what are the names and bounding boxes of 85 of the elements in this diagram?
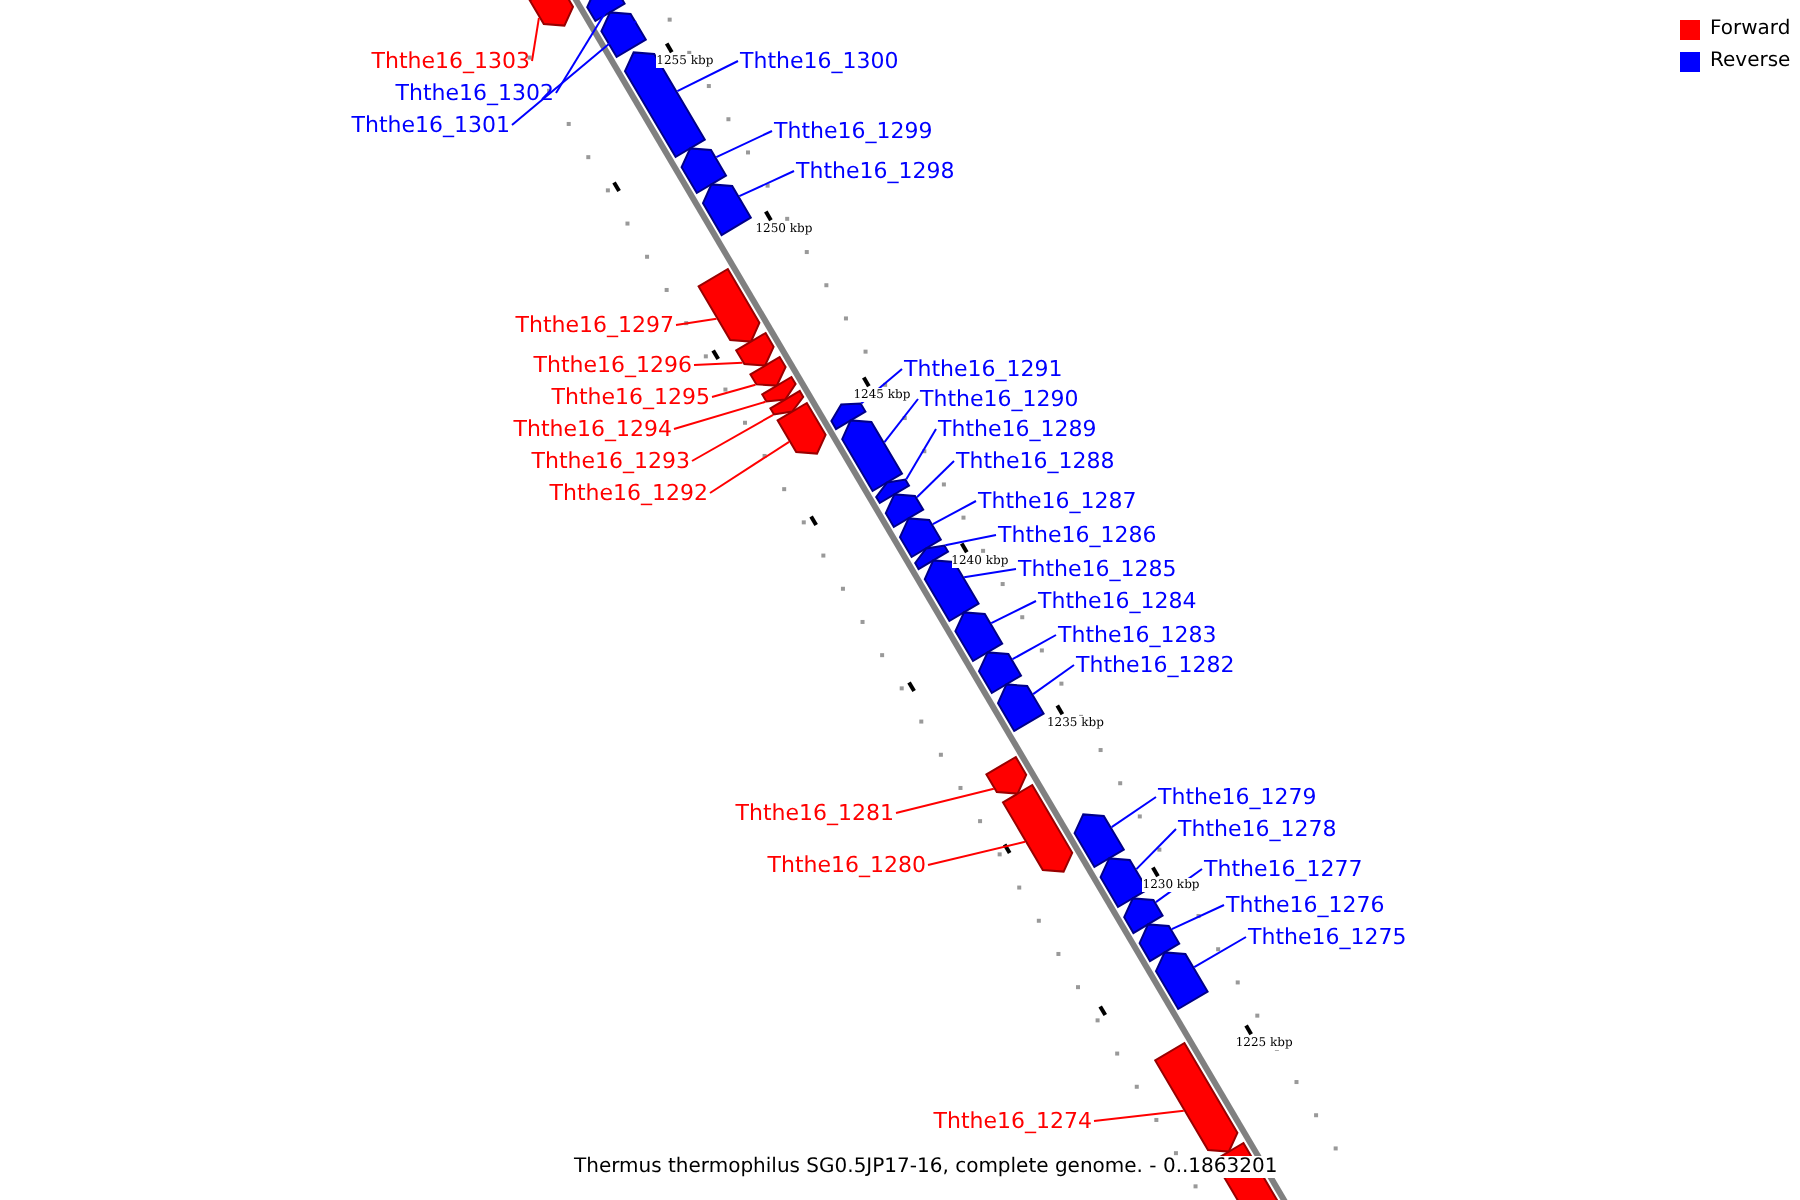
gene-segment: [830, 402, 867, 431]
gene-label: Ththe16_1277: [1204, 856, 1363, 882]
gene-segment: [884, 493, 925, 529]
gene-label: Ththe16_1295: [551, 384, 710, 410]
gene-segment: [914, 544, 950, 571]
leader-line: [676, 60, 739, 93]
gene-segment: [923, 559, 980, 623]
gene-segment: [760, 375, 797, 403]
gene-label: Ththe16_1291: [904, 356, 1063, 382]
gene-segment: [1123, 897, 1164, 935]
leader-line: [511, 20, 638, 126]
leader-line: [931, 500, 977, 526]
gene-label: Ththe16_1287: [978, 488, 1137, 514]
gene-label: Ththe16_1302: [395, 80, 554, 106]
legend-label: Reverse: [1710, 50, 1791, 72]
gene-label: Ththe16_1288: [956, 448, 1115, 474]
gene-label: Ththe16_1294: [513, 416, 672, 442]
leader-line: [895, 787, 995, 814]
leader-line: [715, 130, 773, 159]
leader-line: [927, 840, 1027, 866]
gene-segment: [1001, 783, 1074, 873]
gene-segment: [1153, 1041, 1239, 1153]
gene-segment: [769, 389, 805, 416]
gene-label: Ththe16_1275: [1248, 924, 1407, 950]
gene-segment: [1138, 923, 1181, 963]
gene-segment: [841, 419, 904, 493]
gene-label: Ththe16_1300: [740, 48, 899, 74]
gene-segment: [985, 755, 1028, 795]
leader-line: [1170, 904, 1225, 931]
gene-label: Ththe16_1298: [796, 158, 955, 184]
leader-line: [711, 383, 757, 398]
gene-label: Ththe16_1293: [531, 448, 690, 474]
leader-line: [738, 170, 795, 198]
leader-line: [673, 400, 767, 430]
leader-line: [691, 413, 775, 462]
legend-label: Forward: [1710, 18, 1791, 40]
gene-label: Ththe16_1280: [767, 852, 926, 878]
leader-line: [1110, 796, 1157, 829]
gene-segment: [996, 683, 1045, 733]
gene-segment: [1154, 951, 1209, 1011]
gene-segment: [898, 517, 943, 559]
gene-label: Ththe16_1301: [351, 112, 510, 138]
leader-line: [693, 361, 744, 366]
leader-line: [531, 16, 540, 62]
gene-label: Ththe16_1274: [933, 1108, 1092, 1134]
gene-label: Ththe16_1289: [938, 416, 1097, 442]
gene-label: Ththe16_1296: [533, 352, 692, 378]
gene-segment: [701, 183, 753, 237]
gene-segment: [977, 651, 1023, 695]
leader-line: [1011, 634, 1057, 661]
gene-label: Ththe16_1279: [1158, 784, 1317, 810]
leader-line: [1135, 828, 1177, 871]
gene-label: Ththe16_1284: [1038, 588, 1197, 614]
gene-segment: [680, 147, 728, 195]
leader-line: [905, 428, 937, 481]
gene-label: Ththe16_1290: [920, 386, 1079, 412]
gene-label: Ththe16_1292: [549, 480, 708, 506]
leader-line: [944, 534, 997, 547]
gene-segment: [1073, 813, 1126, 869]
leader-line: [990, 600, 1037, 625]
leader-line: [1193, 936, 1247, 969]
gene-segment: [749, 355, 787, 387]
leader-line: [963, 568, 1017, 579]
gene-label: Ththe16_1299: [774, 118, 933, 144]
leader-line: [883, 398, 919, 444]
gene-segment: [734, 331, 775, 367]
caption: Thermus thermophilus SG0.5JP17-16, complete genome. - 0..1863201: [574, 1156, 1278, 1178]
gene-label: Ththe16_1282: [1076, 652, 1235, 678]
gene-segment: [697, 267, 761, 343]
gene-label: Ththe16_1286: [998, 522, 1157, 548]
leader-line: [675, 317, 718, 326]
gene-label: Ththe16_1278: [1178, 816, 1337, 842]
gene-segment: [954, 611, 1004, 663]
gene-segment: [528, 0, 575, 27]
gene-label: Ththe16_1283: [1058, 622, 1217, 648]
leader-line: [1093, 1109, 1185, 1122]
gene-segment: [875, 478, 911, 505]
gene-label: Ththe16_1303: [371, 48, 530, 74]
leader-line: [709, 440, 791, 494]
leader-line: [915, 460, 955, 499]
leader-line: [1032, 664, 1075, 696]
gene-label: Ththe16_1285: [1018, 556, 1177, 582]
gene-label: Ththe16_1297: [515, 312, 674, 338]
gene-label: Ththe16_1276: [1226, 892, 1385, 918]
gene-label: Ththe16_1281: [735, 800, 894, 826]
